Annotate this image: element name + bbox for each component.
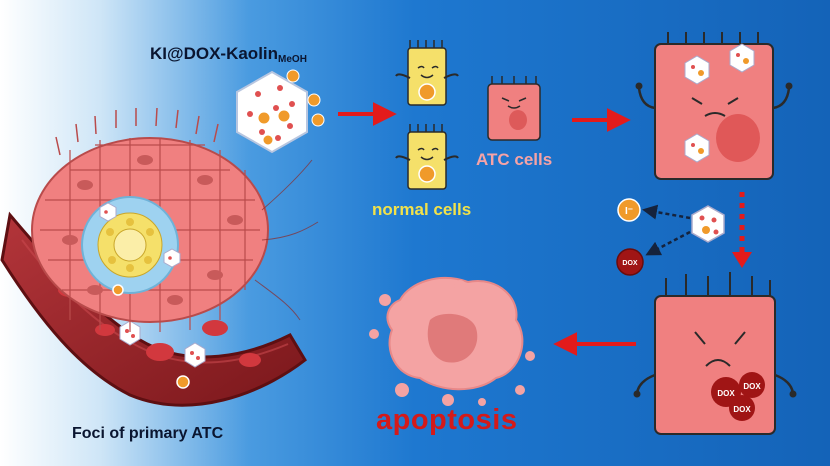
- dox-label: DOX: [733, 405, 751, 414]
- nanoparticle-hexagon: [163, 248, 181, 268]
- red-blood-cell: [146, 343, 174, 361]
- arrow-release-down: [732, 192, 752, 268]
- iodide-ion: [617, 198, 641, 222]
- atc-cell-small: [487, 76, 541, 141]
- iodide-label: I⁻: [625, 206, 633, 217]
- iodide-ions-free: [286, 69, 325, 127]
- dox-molecule: [616, 248, 644, 276]
- red-blood-cell: [239, 353, 261, 367]
- nanoparticle-hexagon: [119, 320, 141, 346]
- tumor-tissue: [31, 107, 319, 332]
- foci-label: Foci of primary ATC: [72, 425, 224, 442]
- atc-cells-label: ATC cells: [476, 150, 553, 169]
- dox-label: DOX: [622, 260, 638, 267]
- normal-cells-label: normal cells: [372, 200, 472, 219]
- atc-cell-loaded: [635, 32, 793, 180]
- apoptotic-cell: [369, 277, 535, 406]
- normal-cell: [395, 40, 459, 106]
- nanoparticle-release: [691, 205, 725, 243]
- iodide-particle: [176, 375, 190, 389]
- compound-label: KI@DOX-KaolinMeOH: [150, 44, 307, 65]
- red-blood-cell: [202, 320, 228, 336]
- normal-cell: [395, 124, 459, 190]
- atc-cell-dox: DOX DOX DOX: [633, 272, 797, 435]
- compound-subscript: MeOH: [278, 54, 307, 65]
- nanoparticle-hexagon: [184, 342, 206, 368]
- red-blood-cell: [95, 324, 115, 336]
- iodide-particle: [112, 284, 124, 296]
- arrow-dox-release: [645, 230, 691, 256]
- compound-name: KI@DOX-Kaolin: [150, 44, 279, 63]
- nanoparticle-hexagon: [99, 202, 117, 222]
- arrow-iodide-release: [642, 204, 691, 220]
- apoptosis-label: apoptosis: [376, 404, 518, 436]
- dox-label: DOX: [743, 382, 761, 391]
- nanocarrier-icon: [236, 70, 308, 154]
- dox-label: DOX: [717, 389, 735, 398]
